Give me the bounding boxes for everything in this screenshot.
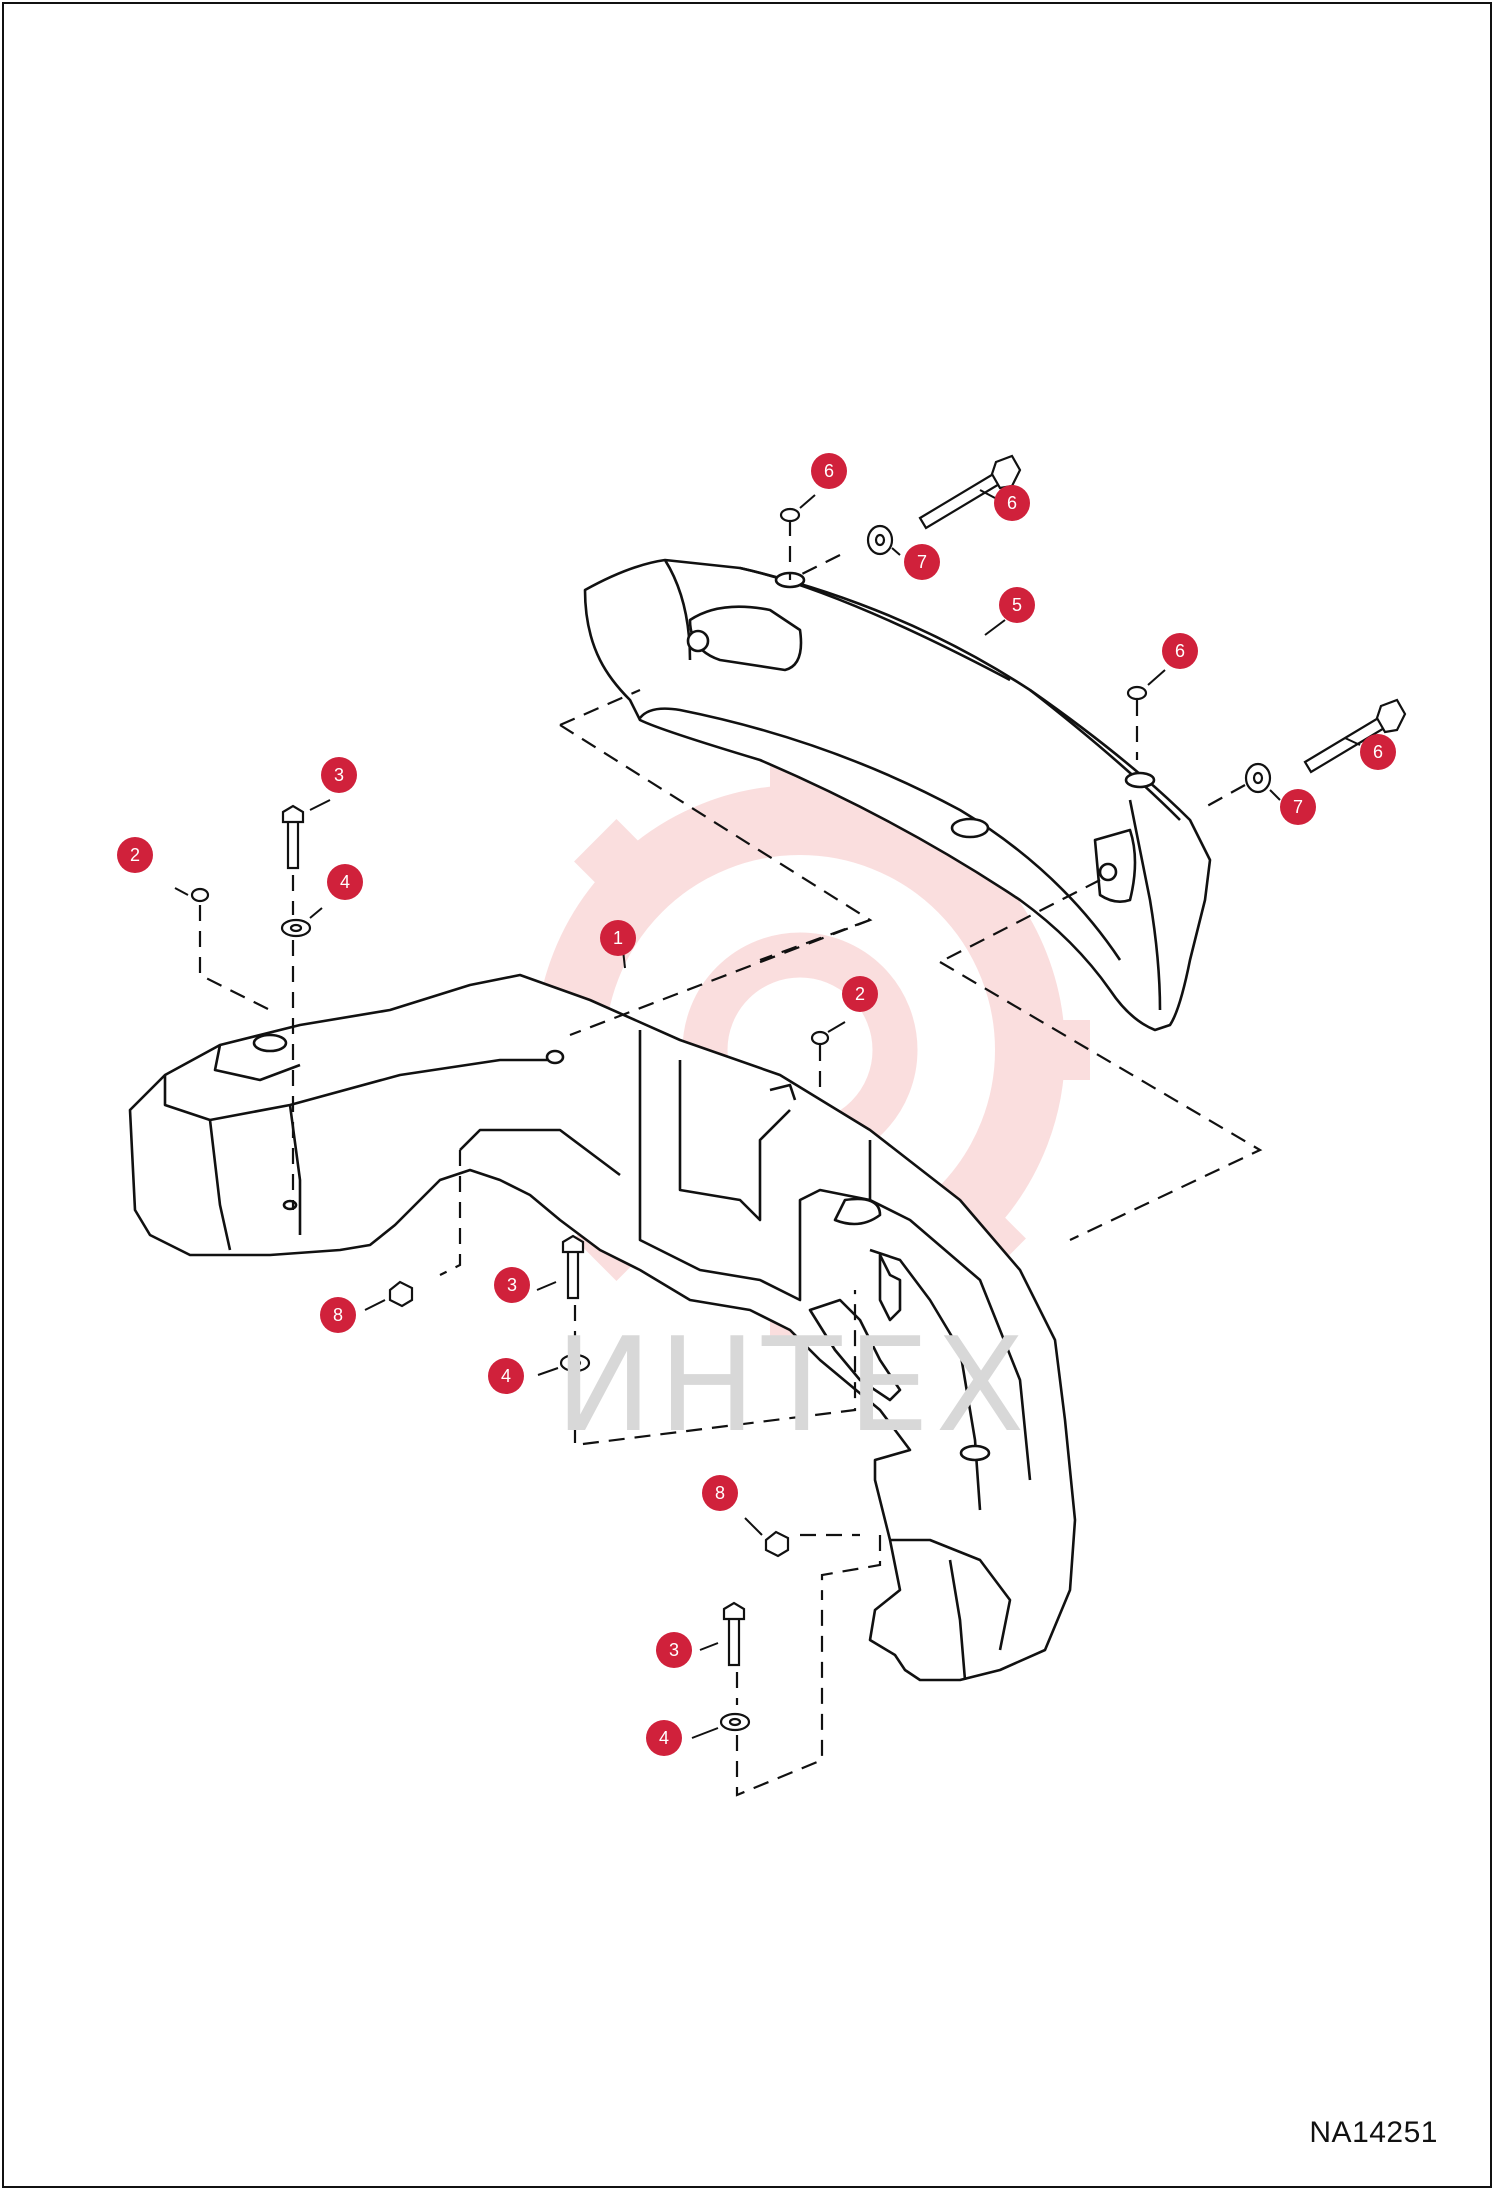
callout-3a: 3 <box>309 757 357 811</box>
upper-counterweight <box>583 558 1212 1032</box>
callout-label: 7 <box>1293 797 1303 817</box>
callouts: 1 2 2 3 3 3 4 <box>117 453 1396 1756</box>
callout-label: 2 <box>130 845 140 865</box>
cap-icon <box>190 887 210 903</box>
callout-7a: 7 <box>891 544 940 580</box>
callout-3b: 3 <box>494 1267 557 1303</box>
bolt-icon <box>722 1601 746 1667</box>
callout-label: 6 <box>1373 742 1383 762</box>
callout-label: 7 <box>917 552 927 572</box>
cap-icon <box>810 1030 830 1046</box>
callout-label: 4 <box>340 872 350 892</box>
callout-label: 8 <box>333 1305 343 1325</box>
callout-label: 6 <box>824 461 834 481</box>
callout-6d: 6 <box>1344 734 1396 770</box>
callout-label: 3 <box>669 1640 679 1660</box>
callout-label: 4 <box>501 1366 511 1386</box>
callout-2a: 2 <box>117 837 189 896</box>
callout-6b: 6 <box>979 485 1030 521</box>
callout-8a: 8 <box>320 1297 386 1333</box>
callout-5: 5 <box>984 587 1035 636</box>
assembly-lines <box>198 520 1263 1797</box>
bolt-icon <box>918 454 1022 530</box>
callout-label: 3 <box>507 1275 517 1295</box>
callout-6a: 6 <box>799 453 847 509</box>
callout-label: 6 <box>1175 641 1185 661</box>
callout-7b: 7 <box>1269 789 1316 825</box>
callout-label: 6 <box>1007 493 1017 513</box>
callout-6c: 6 <box>1147 633 1198 686</box>
callout-2b: 2 <box>827 976 878 1033</box>
callout-4a: 4 <box>309 864 363 919</box>
callout-label: 8 <box>715 1483 725 1503</box>
bolt-icon <box>281 804 305 870</box>
callout-4b: 4 <box>488 1358 559 1394</box>
callout-1: 1 <box>600 920 636 969</box>
figure-id: NA14251 <box>1309 2116 1438 2149</box>
callout-label: 4 <box>659 1728 669 1748</box>
fasteners <box>190 454 1407 1732</box>
nut-icon <box>388 1280 414 1308</box>
cap-icon <box>1126 685 1148 701</box>
bolt-icon <box>1303 698 1407 774</box>
callout-label: 1 <box>613 928 623 948</box>
nut-icon <box>764 1530 790 1558</box>
callout-label: 5 <box>1012 595 1022 615</box>
bolt-icon <box>561 1234 585 1300</box>
callout-4c: 4 <box>646 1720 719 1756</box>
callout-8b: 8 <box>702 1475 763 1536</box>
callout-label: 3 <box>334 765 344 785</box>
watermark-text: ИНТЕХ <box>555 1309 1031 1461</box>
callout-label: 2 <box>855 984 865 1004</box>
cap-icon <box>779 507 801 523</box>
lower-counterweight <box>128 973 1077 1682</box>
callout-3c: 3 <box>656 1632 719 1668</box>
